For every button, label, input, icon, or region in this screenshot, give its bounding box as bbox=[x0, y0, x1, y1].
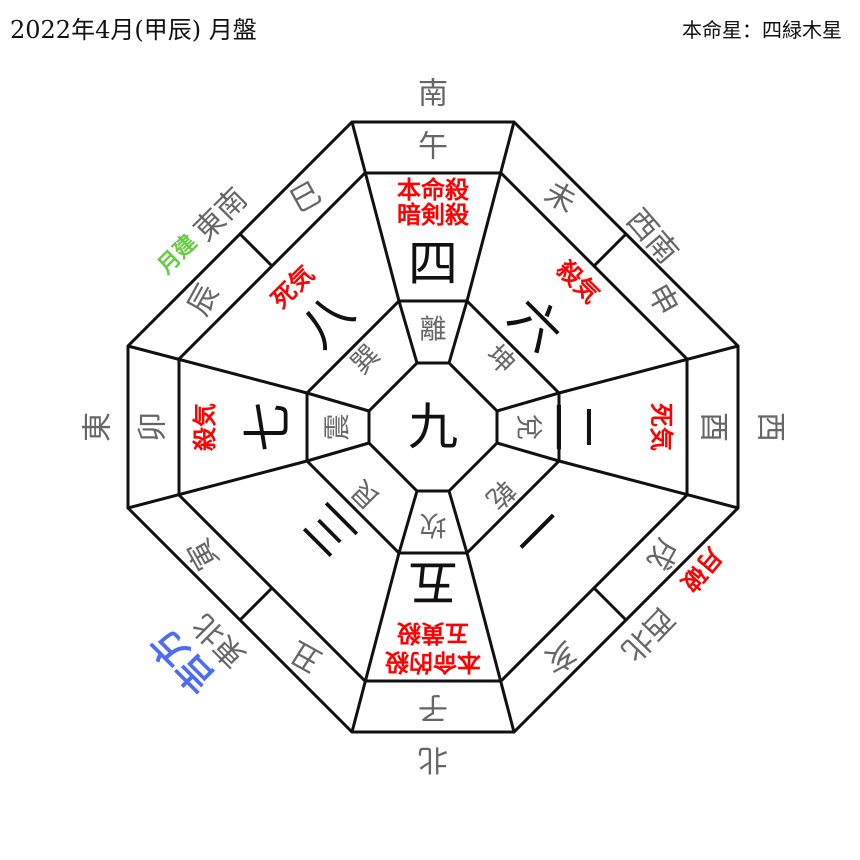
trigram-divider bbox=[306, 441, 370, 463]
palace-divider bbox=[127, 344, 308, 395]
star-east: 七 bbox=[239, 402, 297, 452]
trigram-divider bbox=[397, 490, 419, 554]
mark-getsuken: 月建 bbox=[153, 230, 203, 280]
branch-u: 卯 bbox=[136, 412, 171, 442]
trigram-divider bbox=[397, 300, 419, 364]
mark-sakki-e: 殺気 bbox=[191, 403, 219, 451]
direction-north: 北 bbox=[418, 742, 448, 777]
palace-divider bbox=[558, 344, 739, 395]
octagon-lines bbox=[126, 120, 740, 734]
mark-honmeisatsu: 本命殺 bbox=[397, 176, 470, 204]
chart-title: 2022年4月(甲辰) 月盤 bbox=[10, 16, 257, 44]
direction-southwest: 西南 bbox=[619, 203, 685, 271]
trigram-ri: 離 bbox=[420, 315, 447, 346]
direction-east: 東 bbox=[81, 412, 116, 442]
trigram-son: 巽 bbox=[345, 339, 386, 380]
trigram-gon: 艮 bbox=[345, 474, 386, 515]
mark-gooosatsu: 五黄殺 bbox=[396, 619, 469, 647]
mark-ankensatsu: 暗剣殺 bbox=[397, 201, 470, 229]
trigram-shin: 震 bbox=[323, 414, 354, 441]
branch-divider bbox=[592, 232, 628, 268]
branch-divider bbox=[238, 586, 274, 622]
star-west: 二 bbox=[544, 402, 602, 452]
honmei-star: 本命星：四緑木星 bbox=[682, 18, 842, 42]
branch-tori: 酉 bbox=[696, 412, 731, 442]
direction-northwest: 西北 bbox=[614, 600, 681, 667]
mark-honmeitekisatsu: 本命的殺 bbox=[384, 648, 481, 676]
palace-divider bbox=[350, 121, 401, 302]
palace-divider bbox=[127, 459, 308, 510]
palace-divider bbox=[465, 552, 516, 733]
branch-divider bbox=[592, 586, 628, 622]
trigram-kan: 坎 bbox=[420, 509, 447, 540]
star-south: 四 bbox=[408, 235, 458, 293]
trigram-divider bbox=[306, 391, 370, 413]
branch-divider bbox=[238, 232, 274, 268]
direction-south: 南 bbox=[418, 77, 448, 112]
branch-ne: 子 bbox=[418, 690, 448, 725]
trigram-divider bbox=[496, 391, 560, 413]
trigram-ken: 乾 bbox=[480, 474, 521, 515]
trigram-divider bbox=[447, 300, 469, 364]
star-north: 五 bbox=[408, 553, 458, 611]
star-center: 九 bbox=[408, 398, 458, 456]
trigram-da: 兌 bbox=[513, 414, 544, 441]
branch-uma: 午 bbox=[418, 130, 448, 165]
trigram-kon: 坤 bbox=[480, 339, 521, 380]
mark-shiki-w: 死気 bbox=[647, 403, 675, 451]
palace-divider bbox=[558, 459, 739, 510]
trigram-divider bbox=[496, 441, 560, 463]
trigram-divider bbox=[447, 490, 469, 554]
palace-divider bbox=[465, 121, 516, 302]
direction-west: 西 bbox=[753, 412, 788, 442]
palace-divider bbox=[350, 552, 401, 733]
